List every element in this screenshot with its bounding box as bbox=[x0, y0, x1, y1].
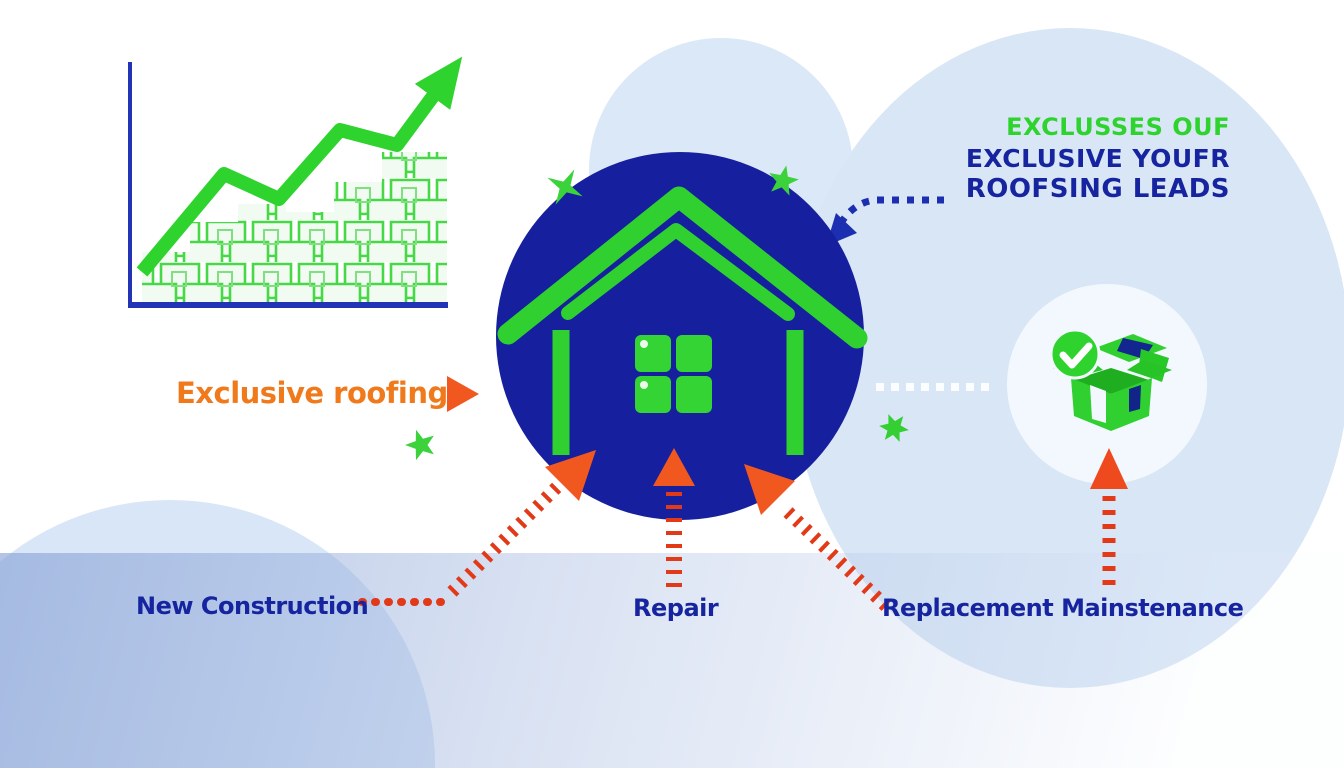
up-arrow-icon bbox=[653, 448, 695, 486]
growth-chart-icon bbox=[128, 56, 463, 308]
star-icon bbox=[405, 429, 434, 461]
star-icon bbox=[769, 165, 799, 196]
bottom-band bbox=[0, 553, 1344, 768]
right-pointer-icon bbox=[447, 376, 479, 412]
category-repair: Repair bbox=[633, 594, 719, 622]
headline: EXCLUSSES OUF EXCLUSIVE YOUFR ROOFSING L… bbox=[930, 112, 1230, 205]
roof-outer bbox=[497, 186, 868, 349]
sparkle-icon bbox=[547, 169, 583, 205]
lead-label: Exclusive roofing: bbox=[176, 376, 459, 410]
category-new-construction: New Construction bbox=[136, 592, 369, 620]
window-icon bbox=[635, 335, 712, 413]
shingle-steps bbox=[142, 152, 447, 302]
connector-package bbox=[1090, 448, 1128, 592]
growth-line bbox=[136, 56, 463, 277]
connector-new-construction bbox=[358, 450, 596, 606]
white-dotted-line bbox=[876, 383, 990, 391]
headline-line-2: EXCLUSIVE YOUFR bbox=[965, 144, 1230, 173]
up-arrow-icon bbox=[545, 450, 596, 501]
star-icon bbox=[879, 414, 909, 442]
connector-replacement bbox=[744, 464, 893, 613]
headline-line-3: ROOFSING LEADS bbox=[965, 174, 1230, 204]
house-icon bbox=[497, 186, 868, 455]
package-check-icon bbox=[1049, 328, 1172, 431]
connector-repair bbox=[653, 448, 695, 592]
up-arrow-icon bbox=[1090, 448, 1128, 489]
up-arrow-icon bbox=[744, 464, 795, 515]
roof-inner bbox=[561, 223, 795, 321]
headline-line-1: EXCLUSSES OUF bbox=[1006, 113, 1230, 141]
category-replacement-maintenance: Replacement Mainstenance bbox=[882, 594, 1244, 622]
